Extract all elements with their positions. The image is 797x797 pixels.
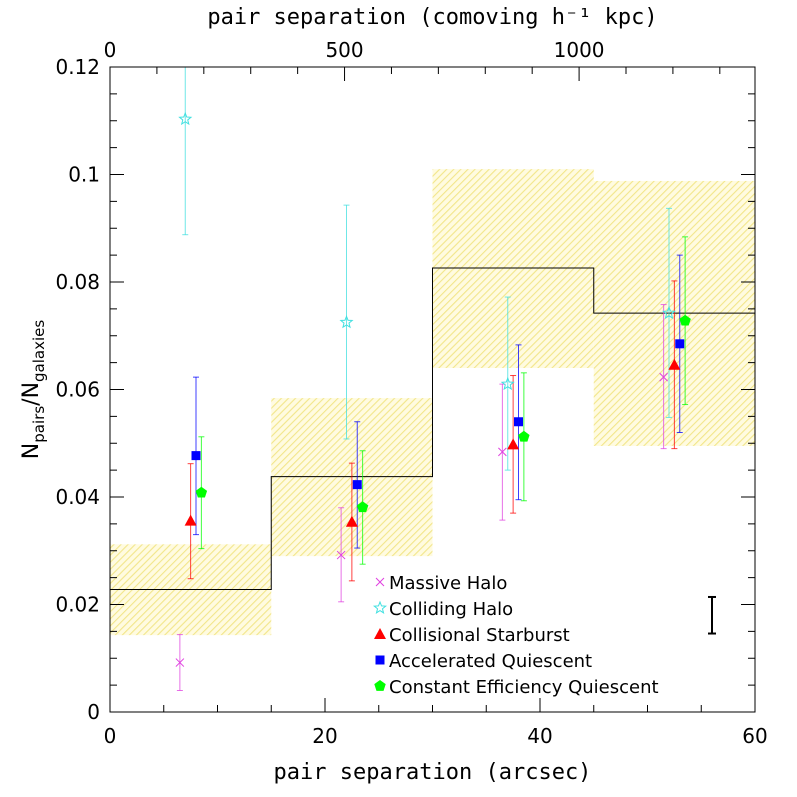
collisional-starburst-point	[345, 515, 358, 527]
y-tick-label: 0.1	[68, 163, 100, 187]
x-tick-label: 60	[742, 724, 767, 748]
collisional-starburst-point	[668, 358, 681, 370]
collisional-starburst-point	[507, 438, 520, 450]
legend-colliding-halo-marker	[372, 600, 388, 614]
constant-efficiency-quiescent-point	[356, 501, 369, 513]
top-tick-label: 0	[104, 38, 117, 62]
massive-halo-point	[498, 447, 507, 457]
accelerated-quiescent-point	[352, 480, 362, 490]
x-tick-label: 40	[527, 724, 552, 748]
x-tick-label: 20	[312, 724, 337, 748]
accelerated-quiescent-point	[191, 451, 201, 461]
y-tick-label: 0.02	[55, 593, 100, 617]
massive-halo-point	[659, 372, 668, 382]
constant-efficiency-quiescent-point	[195, 486, 208, 498]
legend-collisional-starburst-marker	[374, 628, 386, 639]
y-axis-title-n: N	[19, 443, 44, 459]
top-axis-title: pair separation (comoving h⁻¹ kpc)	[207, 5, 657, 30]
y-axis-title-sub-galaxies: galaxies	[30, 320, 48, 382]
constant-efficiency-quiescent-point	[679, 314, 691, 326]
colliding-halo-point	[661, 305, 677, 320]
y-axis-title-sub-pairs: pairs	[30, 406, 48, 443]
colliding-halo-point	[339, 314, 354, 329]
y-tick-label: 0.08	[55, 270, 100, 294]
massive-halo-point	[336, 550, 346, 560]
y-tick-label: 0.12	[55, 55, 100, 79]
y-tick-label: 0.06	[55, 378, 100, 402]
legend-massive-halo-label: Massive Halo	[389, 573, 507, 594]
collisional-starburst-point	[184, 514, 197, 526]
axis-ticks	[109, 66, 756, 713]
accelerated-quiescent-point	[675, 339, 685, 349]
colliding-halo-point	[178, 111, 193, 126]
y-tick-label: 0.04	[55, 485, 100, 509]
legend-accelerated-quiescent-label: Accelerated Quiescent	[389, 651, 592, 672]
legend-massive-halo-marker	[375, 577, 385, 587]
accelerated-quiescent-point	[514, 417, 523, 427]
observed-step-line	[110, 267, 755, 590]
legend-colliding-halo-label: Colliding Halo	[389, 599, 513, 620]
massive-halo-point	[175, 658, 185, 667]
typical-error-scale-bar	[708, 595, 716, 635]
top-tick-label: 500	[325, 38, 363, 62]
x-axis-title: pair separation (arcsec)	[274, 760, 592, 785]
legend-constant-efficiency-quiescent-label: Constant Efficiency Quiescent	[389, 677, 659, 698]
top-tick-label: 1000	[554, 38, 605, 62]
y-axis-title-slash-n: /N	[19, 382, 44, 406]
colliding-halo-point	[500, 376, 515, 391]
observed-step-path	[110, 267, 755, 590]
axis-tick-labels: 0 20 40 60 0 500 1000 0 0.02 0.04 0.06 0.08 0.1 0.12	[55, 38, 767, 748]
constant-efficiency-quiescent-point	[518, 430, 530, 442]
legend-collisional-starburst-label: Collisional Starburst	[389, 625, 570, 646]
legend-constant-efficiency-quiescent-marker	[374, 680, 386, 691]
x-tick-label: 0	[104, 724, 117, 748]
legend-accelerated-quiescent-marker	[375, 655, 385, 665]
y-axis-title: Npairs/Ngalaxies	[19, 320, 48, 460]
y-tick-label: 0	[87, 700, 100, 724]
observed-band-3	[432, 169, 594, 368]
model-markers	[175, 111, 691, 667]
